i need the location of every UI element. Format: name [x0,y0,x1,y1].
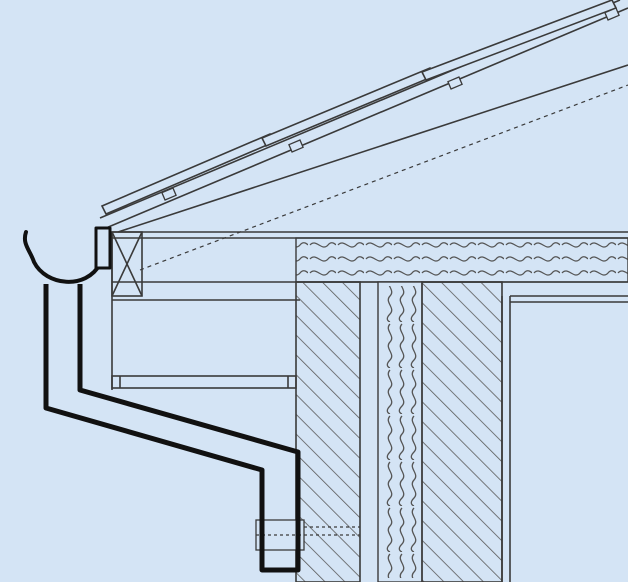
downpipe [43,284,301,573]
tile-clips [161,7,620,201]
ceiling-insulation [295,237,628,283]
outer-wall [295,281,361,582]
roof-tiles [100,0,620,216]
fascia-board [111,231,143,390]
cavity-insulation [377,281,423,582]
inner-wall [421,281,511,582]
gutter [23,226,112,284]
